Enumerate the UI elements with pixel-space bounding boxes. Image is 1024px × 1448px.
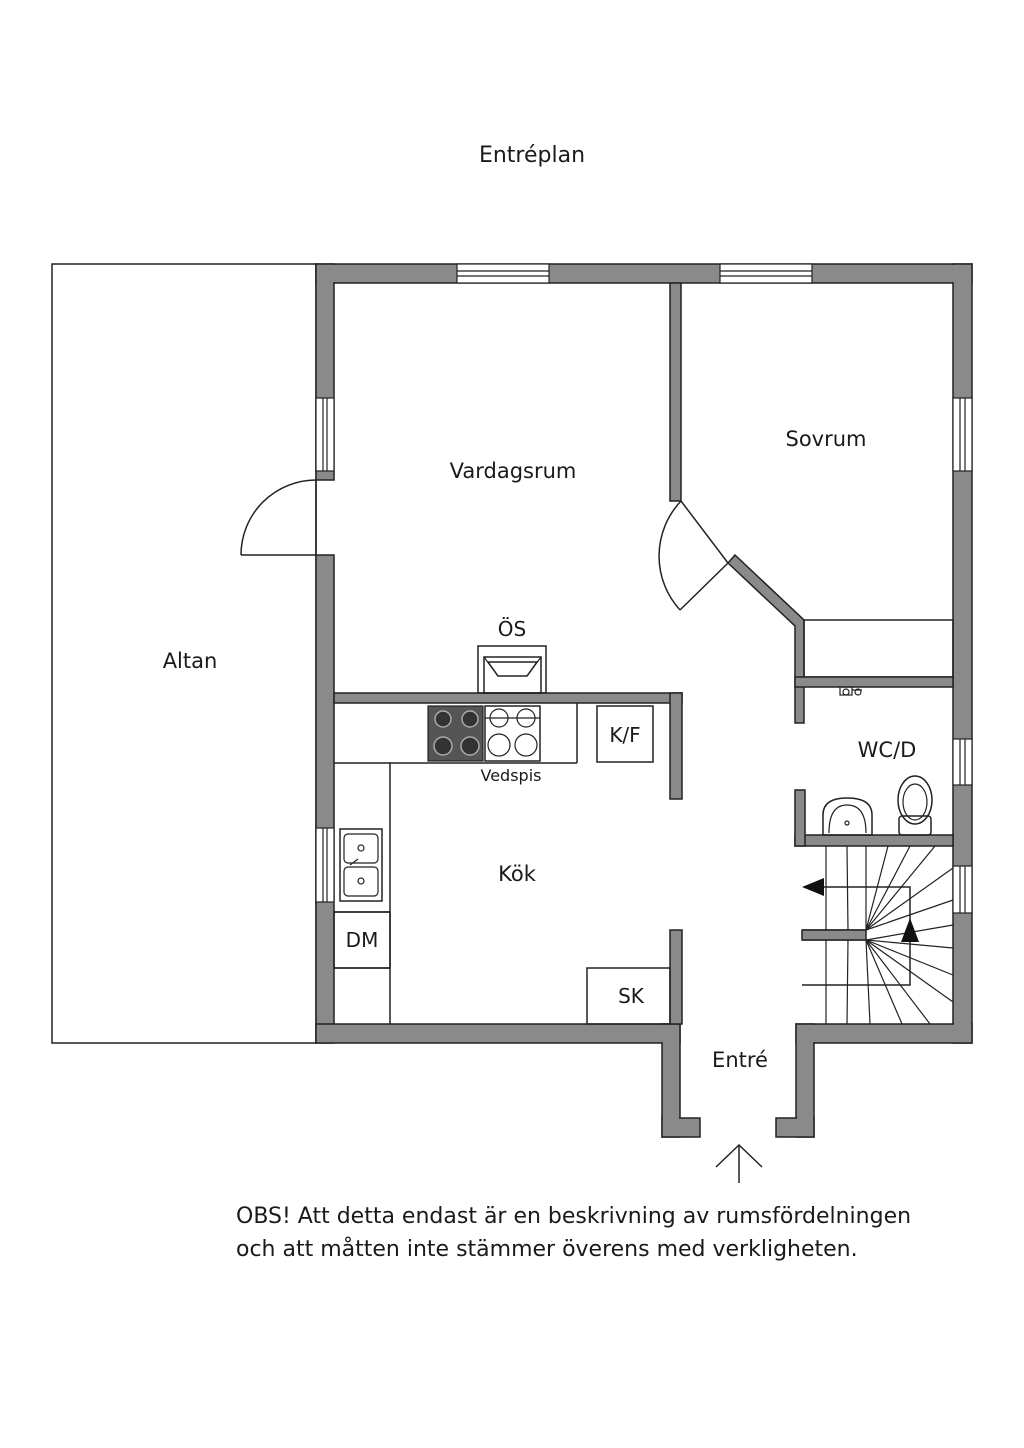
windows <box>315 263 973 914</box>
closet-sk <box>586 967 671 1025</box>
wood-stove <box>484 705 541 762</box>
doors <box>240 479 729 611</box>
label-kf: K/F <box>609 723 640 747</box>
kitchen-sink <box>339 828 383 902</box>
plan-title: Entréplan <box>479 143 585 168</box>
room-label-entre: Entré <box>712 1048 768 1072</box>
dishwasher <box>333 911 391 969</box>
disclaimer-note: OBS! Att detta endast är en beskrivning … <box>236 1204 912 1262</box>
fridge-freezer <box>596 705 654 763</box>
entry-arrow-icon <box>715 1143 763 1183</box>
wc-fixtures <box>822 686 933 836</box>
label-dm: DM <box>346 928 379 952</box>
altan-deck <box>51 263 317 1044</box>
staircase <box>801 845 954 1025</box>
label-vedspis: Vedspis <box>481 766 542 785</box>
kitchen-fixtures <box>333 703 671 1025</box>
stair-arrow-up-icon <box>901 918 919 942</box>
room-label-vardagsrum: Vardagsrum <box>450 459 577 483</box>
label-os: ÖS <box>498 617 526 641</box>
room-label-kok: Kök <box>498 862 537 886</box>
room-label-wc: WC/D <box>858 738 917 762</box>
shower-tap-icon <box>839 686 862 696</box>
interior-walls <box>333 282 954 1025</box>
stair-arrow-left-icon <box>802 878 824 896</box>
label-sk: SK <box>618 984 645 1008</box>
room-label-altan: Altan <box>163 649 218 673</box>
fireplace <box>477 645 547 694</box>
room-label-sovrum: Sovrum <box>785 427 866 451</box>
